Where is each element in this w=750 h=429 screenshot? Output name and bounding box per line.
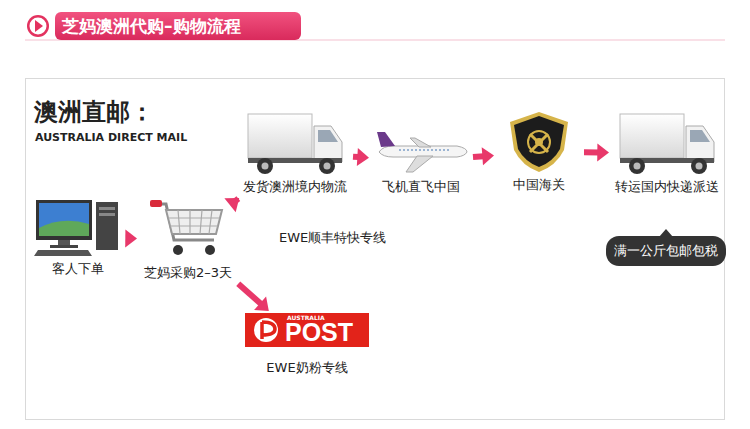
step-label: 客人下单 [30,260,126,278]
flow-arrow [584,144,609,162]
callout-bubble: 满一公斤包邮包税 [606,236,726,266]
post-text: POST [285,318,353,346]
flight-step: 飞机直飞中国 [372,126,470,196]
route-label: EWE顺丰特快专线 [279,229,386,247]
post-logo: AUSTRALIAPOST [245,313,369,347]
purchase-step: 芝妈采购2–3天 [140,196,236,282]
local-shipping-step: 发货澳洲境内物流 [240,110,350,196]
step-icon [30,198,126,258]
step-icon [612,110,722,176]
post-symbol [249,313,283,347]
callout-text: 满一公斤包邮包税 [614,236,718,266]
flow-arrow [473,147,494,165]
delivery-step: 转运国内快递派送 [612,110,722,196]
step-label: 转运国内快递派送 [612,178,722,196]
customs-step: 中国海关 [497,110,581,194]
step-icon [497,110,581,174]
flow-arrow [238,284,269,311]
flow-arrow [125,229,137,247]
step-label: 发货澳洲境内物流 [240,178,350,196]
step-icon [372,126,470,176]
step-icon [140,196,236,262]
flow-arrow [224,198,239,212]
post-line: AUSTRALIAPOST EWE奶粉专线 [244,313,370,377]
section-heading: 澳洲直邮： [34,96,154,128]
step-icon [240,110,350,176]
banner-title: 芝妈澳洲代购–购物流程 [62,14,241,38]
order-step: 客人下单 [30,198,126,278]
step-label: 飞机直飞中国 [372,178,470,196]
step-label: 芝妈采购2–3天 [140,264,236,282]
section-subheading: AUSTRALIA DIRECT MAIL [35,131,187,144]
step-label: 中国海关 [497,176,581,194]
flow-arrow [353,148,369,166]
callout-pointer [659,229,673,237]
step-label: EWE奶粉专线 [244,359,370,377]
